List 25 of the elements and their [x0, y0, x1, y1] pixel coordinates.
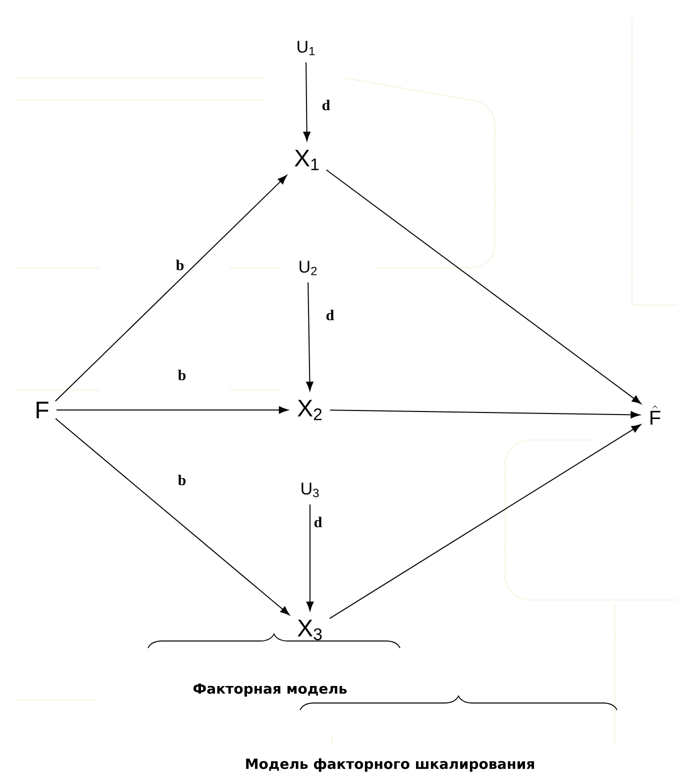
arrow: [55, 418, 290, 616]
edge-label: b: [176, 368, 188, 382]
arrow: [326, 169, 642, 404]
variable-label: $\hat{\mathrm{F}}$: [650, 405, 660, 425]
edge-label: d: [320, 98, 332, 112]
arrow: [329, 424, 641, 620]
variable-label: X$_{1}$: [294, 150, 319, 170]
arrow: [306, 504, 314, 611]
edge-label: d: [312, 516, 324, 528]
arrow: [330, 410, 640, 418]
edge-label: b: [176, 474, 188, 486]
variable-label: X$_{2}$: [298, 400, 322, 420]
caption-text: Факторная модель: [193, 683, 347, 697]
variable-label: U$_{2}$: [300, 260, 317, 276]
edge-label: d: [324, 308, 336, 322]
variable-label: U$_{3}$: [302, 482, 319, 498]
edge-label: b: [174, 258, 186, 272]
arrow: [303, 62, 310, 142]
variable-label: F: [36, 402, 48, 418]
variable-label: X$_{3}$: [298, 620, 322, 640]
arrow: [54, 175, 287, 402]
arrow: [306, 282, 314, 392]
arrow: [56, 406, 288, 414]
caption-text: Модель факторного шкалирования: [246, 758, 534, 772]
variable-label: U$_{1}$: [298, 40, 315, 56]
